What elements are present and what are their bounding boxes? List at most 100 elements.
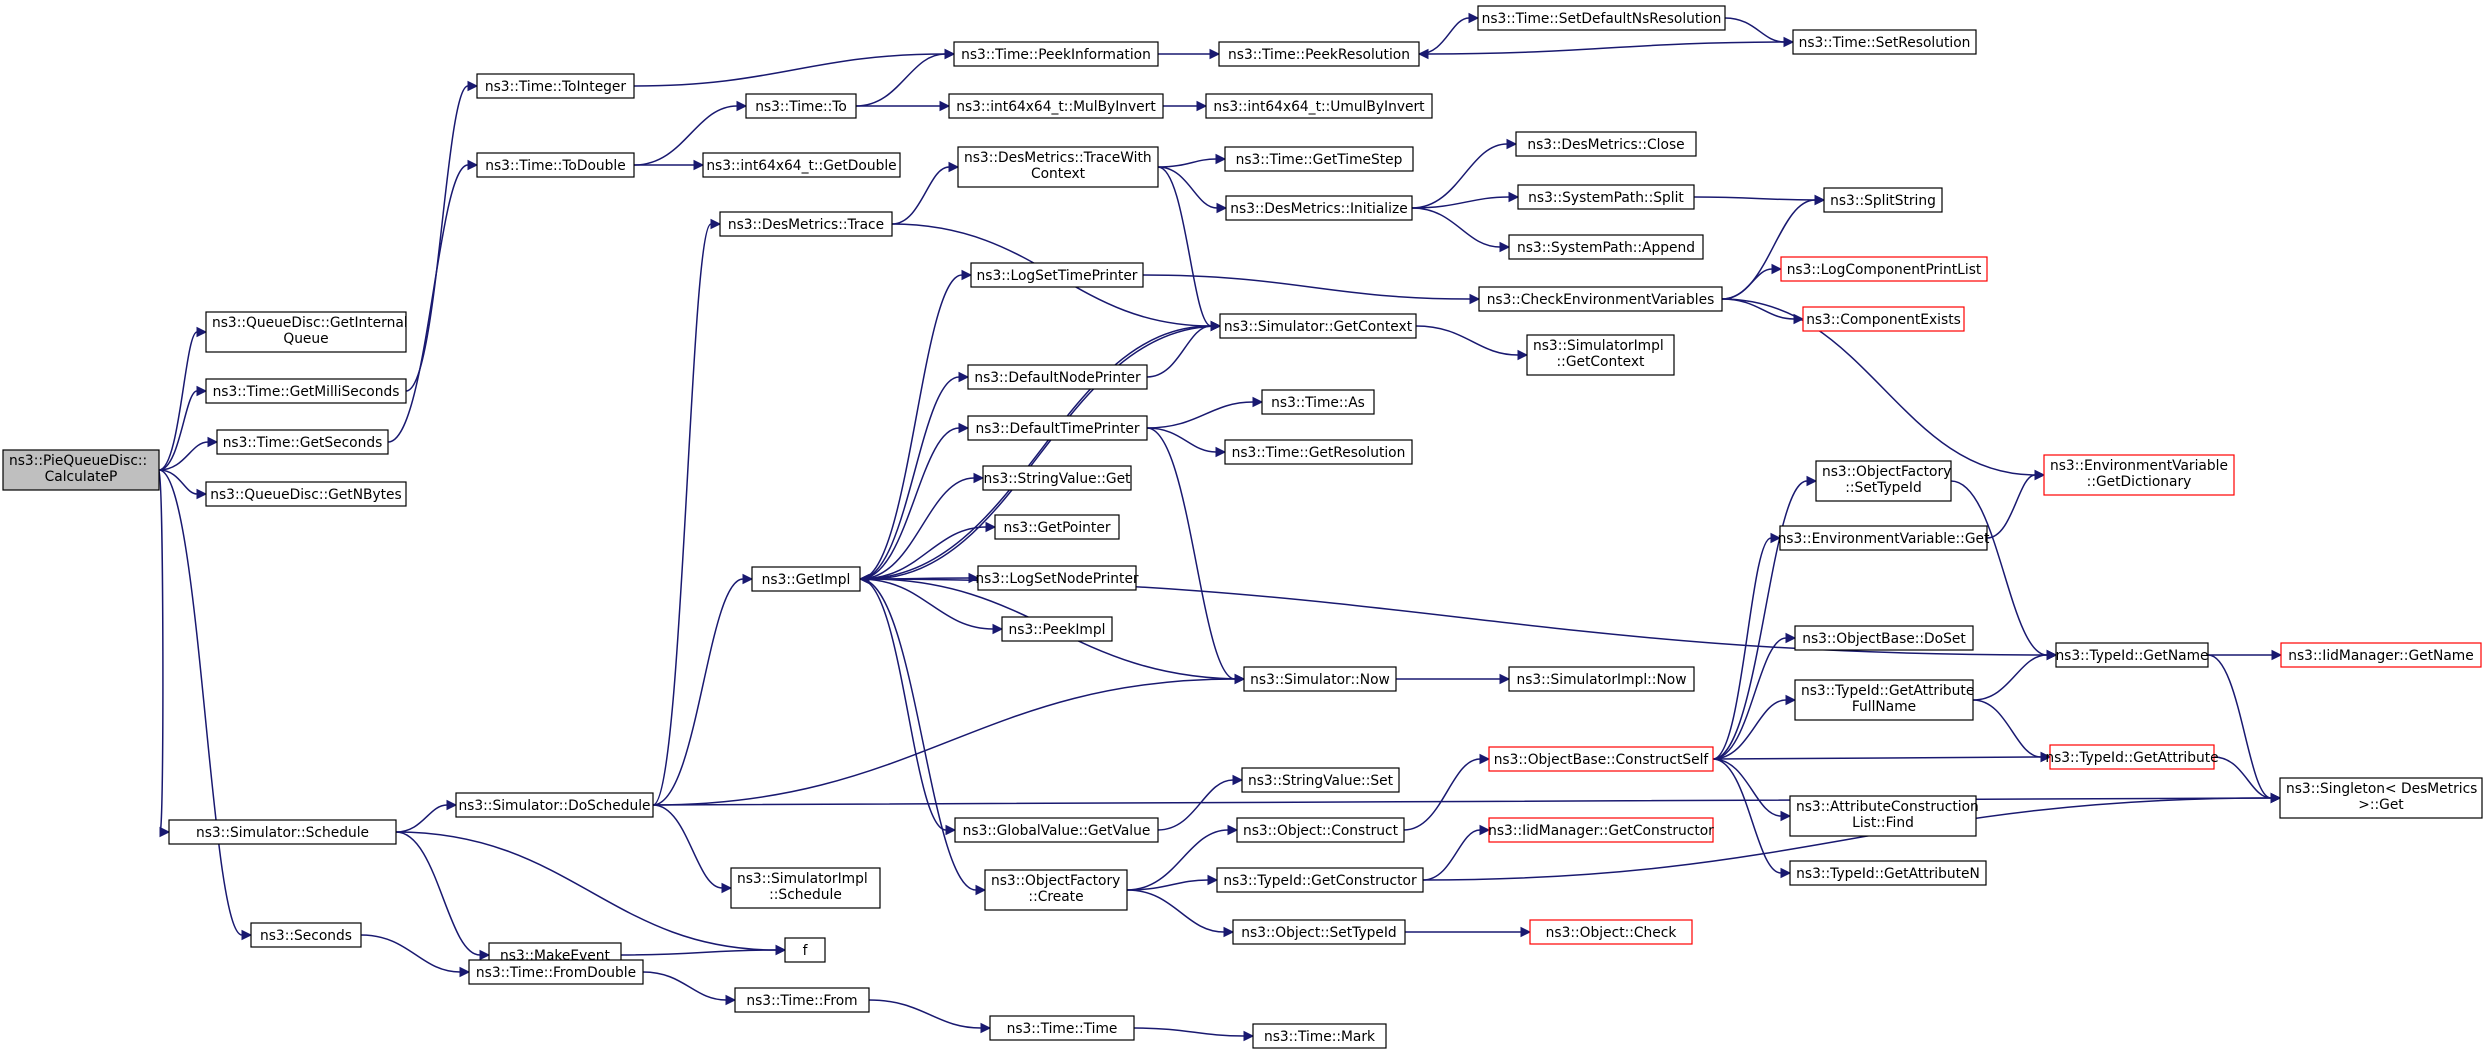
node-setDefaultNs[interactable]: ns3::Time::SetDefaultNsResolution [1477, 5, 1726, 31]
node-label: ns3::int64x64_t::MulByInvert [956, 99, 1156, 115]
node-peekImpl[interactable]: ns3::PeekImpl [1001, 616, 1113, 642]
edge-getImpl-strValGet [859, 472, 985, 580]
node-splitString[interactable]: ns3::SplitString [1823, 187, 1943, 213]
edge-calc-getInternalQueue [158, 326, 208, 471]
edge-defNodePrinter-simGetContext [1146, 320, 1222, 378]
node-simImplSchedule[interactable]: ns3::SimulatorImpl::Schedule [730, 867, 881, 909]
node-iidGetConstructor[interactable]: ns3::IidManager::GetConstructor [1488, 817, 1714, 843]
edge-objSetTypeId-objCheck [1405, 926, 1532, 938]
node-dmInit[interactable]: ns3::DesMetrics::Initialize [1225, 195, 1413, 221]
edge-calc-getMilliSeconds [158, 385, 208, 471]
node-getImpl[interactable]: ns3::GetImpl [751, 566, 861, 592]
edge-getImpl-logSetTime [859, 269, 973, 580]
edge-objConstruct-obConstructSelf [1403, 753, 1491, 831]
node-typeIdGetName[interactable]: ns3::TypeId::GetName [2055, 642, 2209, 668]
node-label-line: ns3::AttributeConstruction [1796, 799, 1979, 815]
node-simImplGetContext[interactable]: ns3::SimulatorImpl::GetContext [1526, 334, 1675, 376]
node-objSetTypeId[interactable]: ns3::Object::SetTypeId [1232, 919, 1406, 945]
node-timeAs[interactable]: ns3::Time::As [1261, 389, 1375, 415]
node-label: ns3::QueueDisc::GetNBytes [210, 487, 402, 503]
node-getTimeStep[interactable]: ns3::Time::GetTimeStep [1224, 146, 1414, 172]
node-timeTo[interactable]: ns3::Time::To [745, 93, 857, 119]
node-simSchedule[interactable]: ns3::Simulator::Schedule [168, 819, 397, 845]
node-label-line: ::GetContext [1557, 354, 1646, 370]
node-toInteger[interactable]: ns3::Time::ToInteger [476, 73, 635, 99]
node-toDouble[interactable]: ns3::Time::ToDouble [476, 152, 635, 178]
node-label: ns3::PeekImpl [1009, 622, 1106, 638]
node-label: ns3::DesMetrics::Initialize [1230, 201, 1407, 217]
node-label-line: ::SetTypeId [1845, 480, 1921, 496]
node-objConstruct[interactable]: ns3::Object::Construct [1236, 817, 1405, 843]
node-ofCreate[interactable]: ns3::ObjectFactory::Create [984, 869, 1128, 911]
node-simNow[interactable]: ns3::Simulator::Now [1243, 666, 1397, 692]
node-getMilliSeconds[interactable]: ns3::Time::GetMilliSeconds [205, 378, 407, 404]
node-timeTime[interactable]: ns3::Time::Time [989, 1015, 1135, 1041]
edge-calc-seconds [158, 469, 253, 941]
node-simImplNow[interactable]: ns3::SimulatorImpl::Now [1508, 666, 1695, 692]
node-obConstructSelf[interactable]: ns3::ObjectBase::ConstructSelf [1488, 746, 1714, 772]
node-umulByInvert[interactable]: ns3::int64x64_t::UmulByInvert [1205, 93, 1433, 119]
node-objCheck[interactable]: ns3::Object::Check [1529, 919, 1693, 945]
node-logSetTime[interactable]: ns3::LogSetTimePrinter [970, 262, 1144, 288]
edge-timeTime-timeMark [1133, 1027, 1255, 1042]
node-setRes[interactable]: ns3::Time::SetResolution [1792, 29, 1977, 55]
node-label-line: ns3::ObjectFactory [1822, 464, 1951, 480]
node-label-line: FullName [1852, 699, 1916, 715]
node-logSetNode[interactable]: ns3::LogSetNodePrinter [975, 565, 1139, 591]
edge-toInteger-peekInfo [633, 48, 956, 87]
edge-getImpl-simGetContext [859, 320, 1222, 580]
node-checkEnv[interactable]: ns3::CheckEnvironmentVariables [1478, 286, 1723, 312]
node-ofSetTypeId[interactable]: ns3::ObjectFactory::SetTypeId [1815, 460, 1952, 502]
node-typeIdGetAttrN[interactable]: ns3::TypeId::GetAttributeN [1789, 860, 1987, 886]
node-logCompPrint[interactable]: ns3::LogComponentPrintList [1780, 256, 1988, 282]
node-f[interactable]: f [784, 937, 826, 963]
node-peekInfo[interactable]: ns3::Time::PeekInformation [953, 41, 1159, 67]
node-timeFrom[interactable]: ns3::Time::From [734, 987, 870, 1013]
node-spAppend[interactable]: ns3::SystemPath::Append [1508, 234, 1704, 260]
node-spSplit[interactable]: ns3::SystemPath::Split [1517, 184, 1695, 210]
node-mulByInvert[interactable]: ns3::int64x64_t::MulByInvert [948, 93, 1164, 119]
node-seconds[interactable]: ns3::Seconds [250, 922, 362, 948]
node-envVarGetDict[interactable]: ns3::EnvironmentVariable::GetDictionary [2043, 454, 2235, 496]
edge-peekInfo-peekRes [1158, 48, 1221, 60]
node-getSeconds[interactable]: ns3::Time::GetSeconds [216, 429, 389, 455]
node-timeMark[interactable]: ns3::Time::Mark [1252, 1023, 1387, 1049]
edge-getImpl-ofCreate [859, 578, 987, 896]
node-getPointer[interactable]: ns3::GetPointer [994, 514, 1120, 540]
node-typeIdGetAttr[interactable]: ns3::TypeId::GetAttribute [2045, 744, 2219, 770]
node-calc[interactable]: ns3::PieQueueDisc::CalculateP [2, 449, 160, 491]
node-compExists[interactable]: ns3::ComponentExists [1802, 306, 1965, 332]
node-timeGetRes[interactable]: ns3::Time::GetResolution [1224, 439, 1413, 465]
node-obDoSet[interactable]: ns3::ObjectBase::DoSet [1794, 625, 1974, 651]
edge-typeIdGetConstructor-iidGetConstructor [1422, 824, 1491, 881]
node-dmTrace[interactable]: ns3::DesMetrics::Trace [719, 211, 893, 237]
node-fromDouble[interactable]: ns3::Time::FromDouble [468, 959, 644, 985]
edge-ofCreate-typeIdGetConstructor [1126, 874, 1219, 891]
node-envVarGet[interactable]: ns3::EnvironmentVariable::Get [1778, 525, 1990, 551]
node-defNodePrinter[interactable]: ns3::DefaultNodePrinter [967, 364, 1148, 390]
edge-setRes-peekRes [1417, 41, 1794, 60]
node-int64GetDouble[interactable]: ns3::int64x64_t::GetDouble [702, 152, 901, 178]
node-getNBytes[interactable]: ns3::QueueDisc::GetNBytes [205, 481, 407, 507]
node-peekRes[interactable]: ns3::Time::PeekResolution [1218, 41, 1420, 67]
node-iidGetName[interactable]: ns3::IidManager::GetName [2280, 642, 2482, 668]
node-label: ns3::TypeId::GetAttributeN [1796, 866, 1980, 882]
node-strValGet[interactable]: ns3::StringValue::Get [982, 465, 1132, 491]
node-singletonGet[interactable]: ns3::Singleton< DesMetrics >::Get [2279, 777, 2483, 819]
node-label-line: ns3::PieQueueDisc:: [9, 453, 147, 469]
node-dmClose[interactable]: ns3::DesMetrics::Close [1515, 131, 1697, 157]
edge-dmInit-spAppend [1411, 207, 1511, 253]
node-gvGetValue[interactable]: ns3::GlobalValue::GetValue [954, 817, 1159, 843]
node-simDoSchedule[interactable]: ns3::Simulator::DoSchedule [455, 792, 654, 818]
node-typeIdGetConstructor[interactable]: ns3::TypeId::GetConstructor [1216, 867, 1424, 893]
node-defTimePrinter[interactable]: ns3::DefaultTimePrinter [967, 415, 1148, 441]
edge-checkEnv-compExists [1721, 298, 1805, 325]
node-strValSet[interactable]: ns3::StringValue::Set [1241, 767, 1400, 793]
edge-dmInit-dmClose [1411, 138, 1518, 209]
edge-typeIdGetName-singletonGet [2207, 654, 2282, 804]
node-simGetContext[interactable]: ns3::Simulator::GetContext [1219, 313, 1417, 339]
